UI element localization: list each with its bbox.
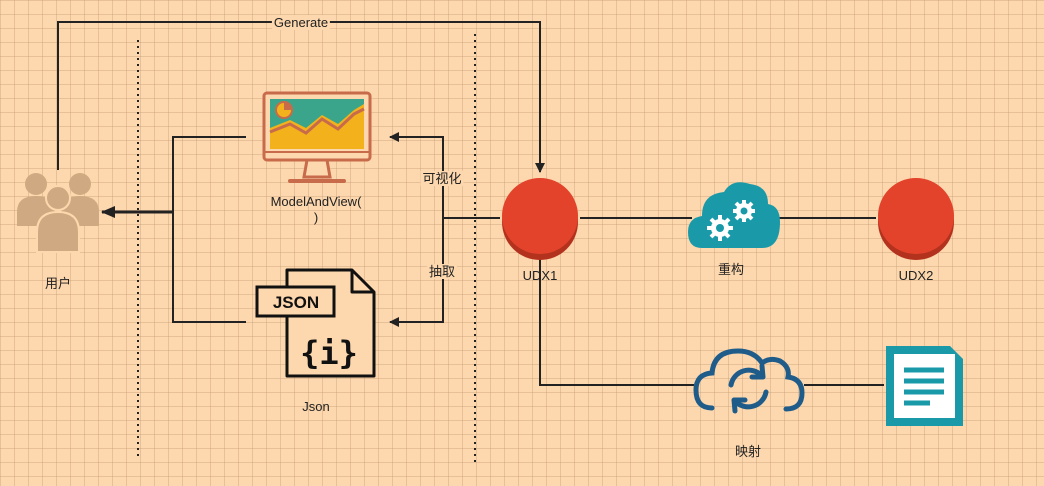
udx2-label: UDX2 xyxy=(898,268,934,283)
monitor-chart-icon xyxy=(262,91,372,183)
udx1-node[interactable] xyxy=(502,178,578,260)
edge-extract xyxy=(389,218,444,327)
edge-udx1-mapping xyxy=(539,258,694,386)
user-label: 用户 xyxy=(44,276,72,291)
document-icon xyxy=(886,346,963,426)
json-file-icon: JSON {i} xyxy=(255,268,376,378)
edge-visualize xyxy=(389,132,444,218)
json-label: Json xyxy=(302,399,330,414)
refactor-label: 重构 xyxy=(717,262,745,277)
udx2-node[interactable] xyxy=(878,178,954,260)
json-badge-text: JSON xyxy=(273,293,319,312)
users-group-icon xyxy=(17,173,99,253)
cloud-sync-icon xyxy=(693,348,805,414)
mapping-label: 映射 xyxy=(734,444,762,459)
extract-label: 抽取 xyxy=(426,264,458,279)
cloud-gears-icon xyxy=(688,182,780,248)
json-brace-text: {i} xyxy=(300,334,358,372)
udx1-label: UDX1 xyxy=(522,268,558,283)
visualize-label: 可视化 xyxy=(420,171,464,186)
model-and-view-label: ModelAndView( xyxy=(270,194,362,209)
generate-label: Generate xyxy=(271,15,331,30)
model-and-view-label-end: ) xyxy=(313,210,319,225)
edge-bracket xyxy=(172,136,246,323)
